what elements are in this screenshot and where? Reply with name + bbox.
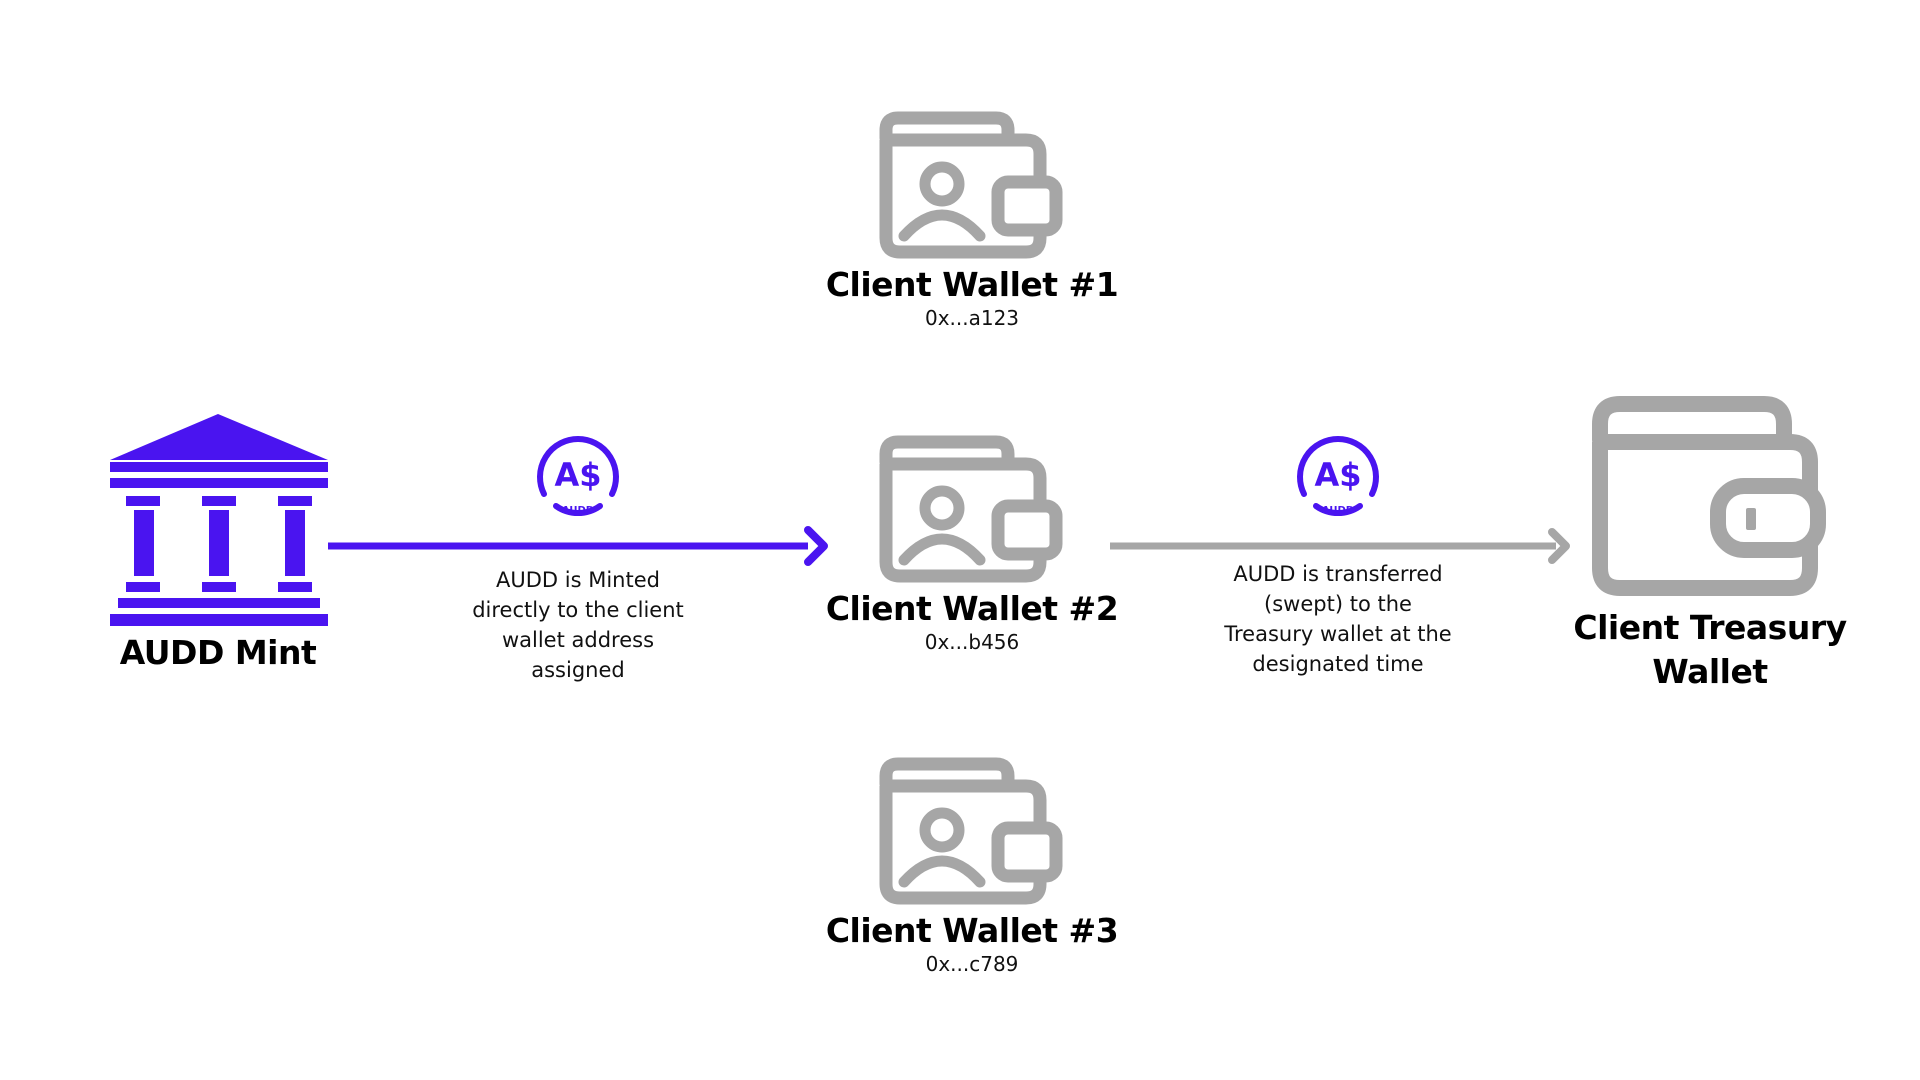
wallet-icon xyxy=(1592,396,1826,596)
sweep-caption-line: AUDD is transferred xyxy=(1233,562,1443,586)
treasury-label: Client Treasury Wallet xyxy=(1560,606,1860,694)
client-wallet-1-address: 0x...a123 xyxy=(924,306,1020,330)
mint-label: AUDD Mint xyxy=(119,633,317,672)
audd-coin-icon: A$ AUDD xyxy=(1300,439,1376,516)
client-wallet-1-label: Client Wallet #1 xyxy=(825,265,1119,304)
audd-coin-icon: A$ AUDD xyxy=(540,439,616,516)
sweep-caption: AUDD is transferred (swept) to the Treas… xyxy=(1188,559,1488,679)
user-wallet-icon xyxy=(886,442,1056,576)
treasury-label-line: Client Treasury xyxy=(1573,608,1847,647)
bank-building-icon xyxy=(110,414,328,626)
client-wallet-2-label: Client Wallet #2 xyxy=(825,589,1119,628)
user-wallet-icon xyxy=(886,118,1056,252)
mint-caption-line: assigned xyxy=(531,658,625,682)
badge-symbol: A$ xyxy=(1314,456,1361,494)
mint-caption-line: wallet address xyxy=(501,628,655,652)
mint-caption-line: directly to the client xyxy=(472,598,684,622)
treasury-label-line: Wallet xyxy=(1652,652,1768,691)
mint-caption: AUDD is Minted directly to the client wa… xyxy=(428,565,728,685)
sweep-caption-line: designated time xyxy=(1252,652,1424,676)
client-wallet-2-address: 0x...b456 xyxy=(924,630,1020,654)
sweep-caption-line: Treasury wallet at the xyxy=(1224,622,1452,646)
badge-label: AUDD xyxy=(562,505,594,516)
sweep-caption-line: (swept) to the xyxy=(1264,592,1412,616)
client-wallet-3-address: 0x...c789 xyxy=(925,952,1019,976)
client-wallet-3-label: Client Wallet #3 xyxy=(825,911,1119,950)
user-wallet-icon xyxy=(886,764,1056,898)
sweep-arrow xyxy=(1110,528,1570,564)
badge-symbol: A$ xyxy=(554,456,601,494)
badge-label: AUDD xyxy=(1322,505,1354,516)
mint-arrow xyxy=(328,526,828,566)
mint-caption-line: AUDD is Minted xyxy=(496,568,660,592)
